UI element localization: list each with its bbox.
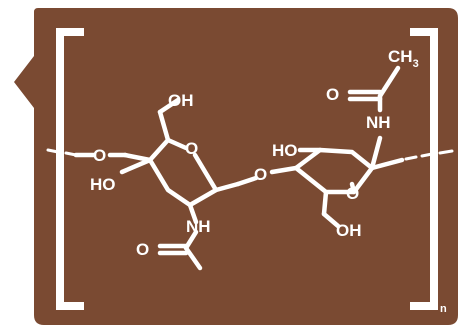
atom-o-left-link: O: [93, 146, 106, 165]
left-bracket: [56, 28, 84, 310]
atom-ch3: CH3: [388, 47, 419, 70]
atom-o-acetyl-1: O: [136, 240, 149, 259]
atom-ho-left: HO: [90, 175, 116, 194]
ring-1-c-ch3: [183, 245, 203, 271]
ring-1-c-ho: [119, 157, 153, 175]
ring-2-c4: [369, 157, 405, 171]
ring-2-ch2: [321, 189, 329, 217]
ring-1-c4: [122, 152, 153, 163]
atom-o-acetyl-2: O: [326, 85, 339, 104]
atom-nh-ring-2: NH: [366, 113, 391, 132]
ring-2-c-ch3: [377, 65, 401, 99]
repeat-subscript: n: [440, 303, 447, 315]
atom-oh-bottom: OH: [336, 221, 362, 240]
atom-bridge-o: O: [254, 165, 267, 184]
ring-1-ch2: [157, 109, 171, 143]
right-chain-dash-2: [420, 152, 434, 158]
ring-1: [46, 97, 259, 271]
ring-1-bonds: [147, 137, 219, 208]
ring-2-ch2-oh: [321, 211, 341, 229]
right-bracket: [410, 28, 438, 310]
ring-1-ch2-oh: [157, 97, 181, 115]
right-chain-dash-3: [438, 149, 454, 155]
ring-1-c-nh: [187, 202, 199, 225]
atom-ho-ring-2: HO: [272, 141, 298, 160]
left-chain-dash-1: [46, 148, 60, 154]
ring-1-bond-o: [165, 137, 189, 151]
ring-2-bond-o: [349, 181, 357, 195]
atom-o-ring-2: O: [346, 184, 359, 203]
bridge-bond-1: [235, 175, 259, 187]
atom-o-ring-1: O: [185, 139, 198, 158]
right-chain-dash-1: [404, 155, 418, 161]
bridge-bond-2: [269, 165, 299, 175]
ring-2-c-nh: [369, 135, 383, 171]
atom-nh-ring-1: NH: [186, 217, 211, 236]
ring-2: [269, 65, 454, 229]
atom-oh-top: OH: [168, 91, 194, 110]
tag-background: [14, 8, 458, 325]
ring-1-c1-bridge: [213, 181, 241, 193]
